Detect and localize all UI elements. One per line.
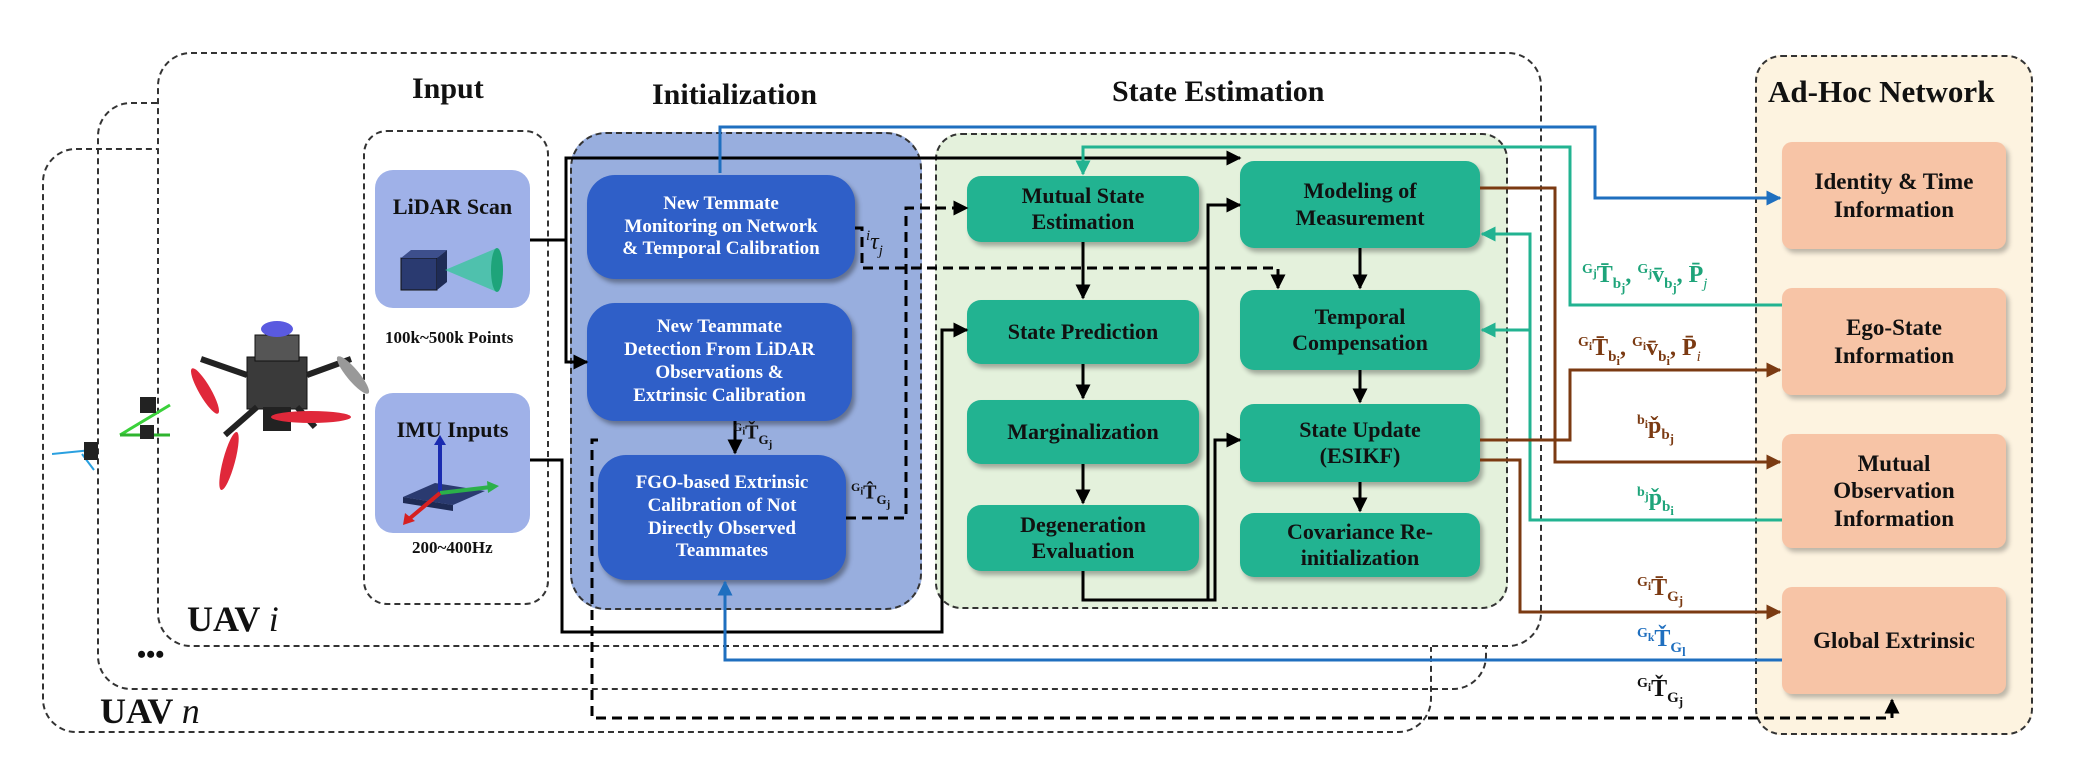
lidar-caption: 100k~500k Points: [385, 328, 514, 347]
uav-i-variable: i: [268, 599, 279, 639]
t-gj-global-label: GiT̄Gj: [1637, 575, 1683, 608]
state-estimation-title: State Estimation: [1112, 75, 1325, 108]
drone-far-icon: [52, 442, 98, 471]
uav-n-variable: n: [181, 691, 200, 731]
degeneration-evaluation-box: Degeneration Evaluation: [967, 505, 1199, 571]
init-teammate-monitoring-box: New Temmate Monitoring on Network & Temp…: [587, 175, 855, 279]
state-update-box: State Update (ESIKF): [1240, 404, 1480, 482]
drone-main-icon: [191, 321, 370, 491]
init-fgo-calibration-box: FGO-based Extrinsic Calibration of Not D…: [598, 455, 846, 580]
uav-i-prefix: UAV: [187, 599, 260, 639]
lidar-scan-label: LiDAR Scan: [392, 194, 513, 219]
imu-caption: 200~400Hz: [412, 538, 493, 557]
modeling-measurement-box: Modeling of Measurement: [1240, 161, 1480, 248]
ego-state-box: Ego-State Information: [1782, 288, 2006, 395]
input-panel: [363, 130, 549, 605]
drone-partial-icon: [119, 397, 171, 439]
input-title: Input: [412, 72, 484, 105]
ego-state-j-label: GjT̄bj, Gjv̄bj, P̄j: [1582, 262, 1708, 295]
imu-axes-icon: [403, 435, 499, 525]
global-extrinsic-box: Global Extrinsic: [1782, 587, 2006, 694]
mutual-state-estimation-box: Mutual State Estimation: [967, 176, 1199, 242]
p-bi-check-label: bjp̌bi: [1637, 485, 1674, 518]
marginalization-box: Marginalization: [967, 400, 1199, 464]
p-bj-check-label: bip̌bj: [1637, 413, 1674, 446]
uav-n-label: UAV n: [100, 690, 200, 732]
uav-n-prefix: UAV: [100, 691, 173, 731]
mutual-observation-box: Mutual Observation Information: [1782, 434, 2006, 548]
lidar-scan-card: LiDAR Scan: [375, 170, 530, 308]
t-gl-check-label: GkŤGl: [1637, 626, 1686, 659]
initialization-title: Initialization: [652, 78, 818, 111]
t-gj-check-label: GiŤGj: [733, 420, 773, 451]
tau-label: iτj: [866, 228, 883, 259]
t-gj-hat-label: GiT̂Gj: [851, 480, 891, 511]
t-gj-check-bottom-label: GiŤGj: [1637, 676, 1683, 709]
temporal-compensation-box: Temporal Compensation: [1240, 290, 1480, 370]
imu-inputs-label: IMU Inputs: [396, 417, 509, 442]
lidar-sensor-icon: [400, 248, 503, 292]
state-prediction-box: State Prediction: [967, 300, 1199, 364]
adhoc-network-title: Ad-Hoc Network: [1768, 74, 1995, 109]
uav-i-label: UAV i: [187, 598, 279, 640]
uav-dots-label: •••: [137, 640, 165, 669]
init-teammate-detection-box: New Teammate Detection From LiDAR Observ…: [587, 303, 852, 421]
covariance-reinit-box: Covariance Re- initialization: [1240, 513, 1480, 577]
ego-state-i-label: GiT̄bi, Giv̄bi, P̄i: [1578, 335, 1701, 368]
identity-time-box: Identity & Time Information: [1782, 142, 2006, 249]
